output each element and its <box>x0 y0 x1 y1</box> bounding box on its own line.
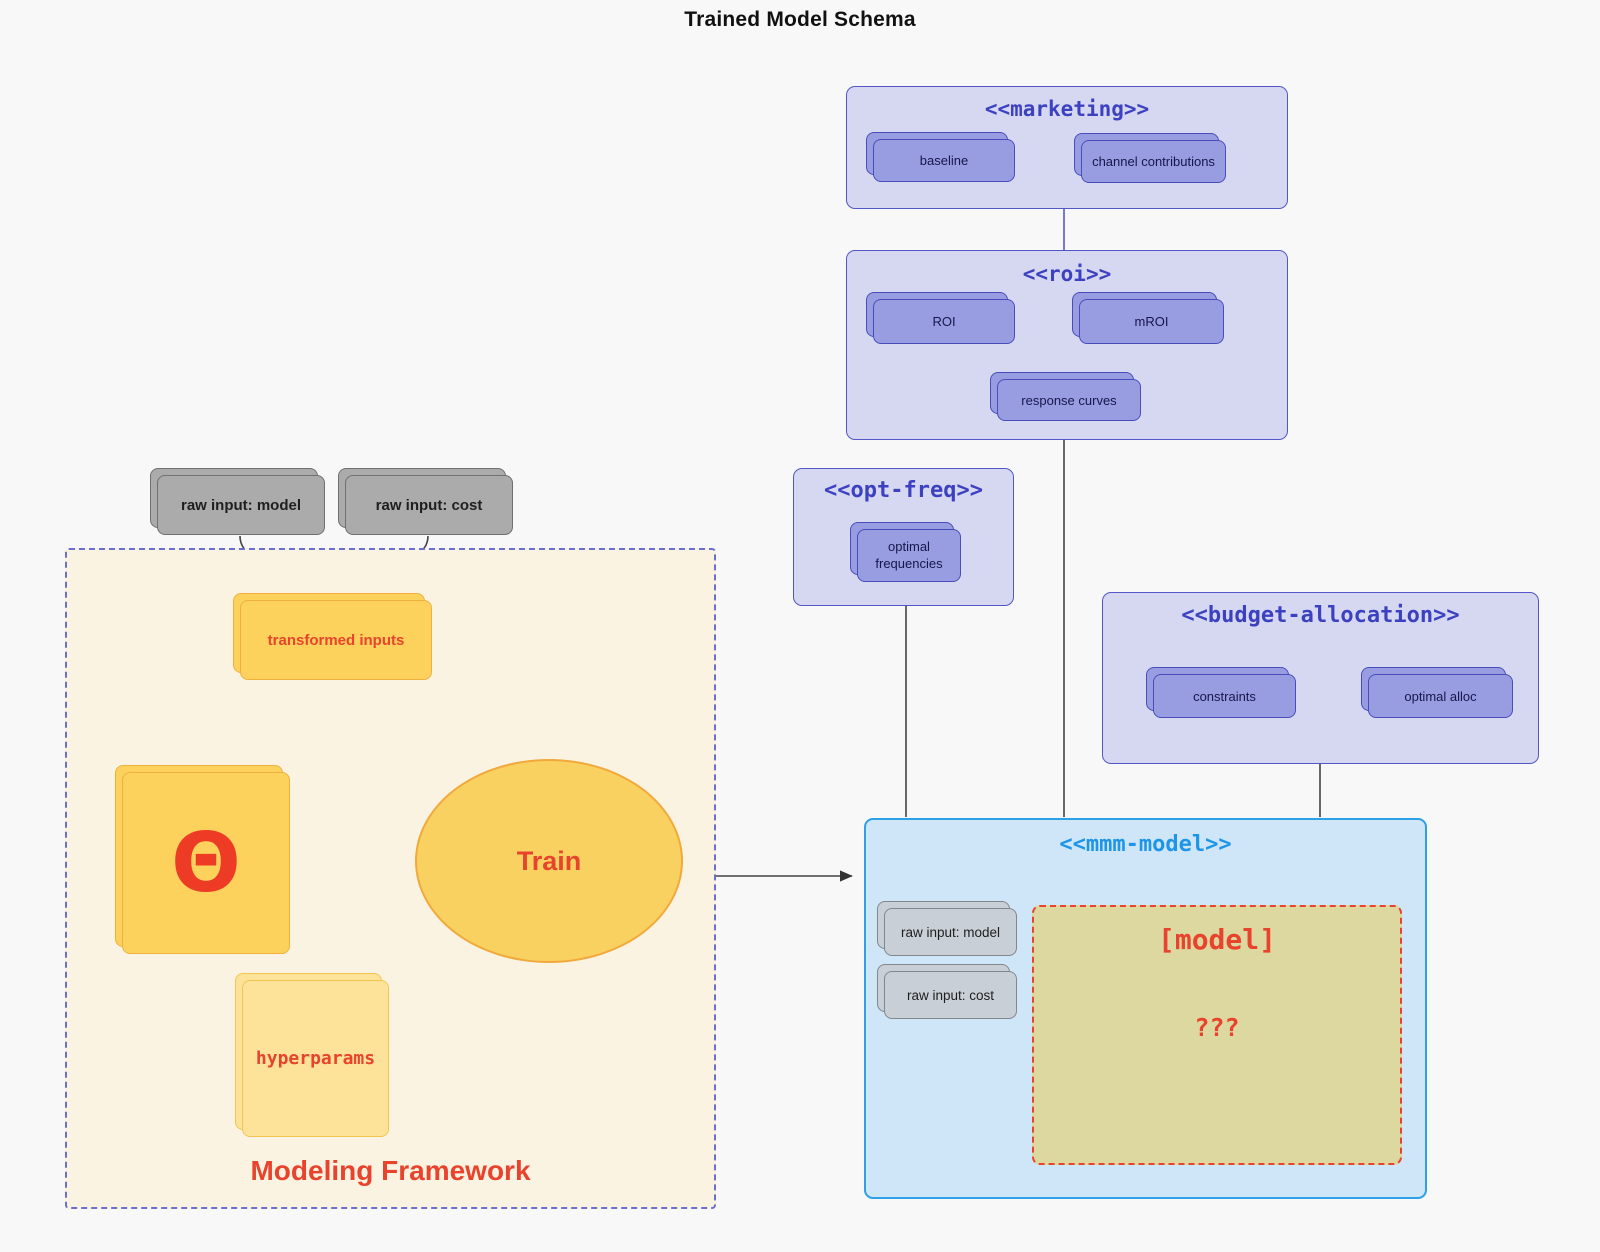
node-label: Train <box>516 845 582 876</box>
model-placeholder-label: [model] <box>1157 923 1276 956</box>
node-train: Train <box>415 759 683 963</box>
subgraph-roi: <<roi>> ROI mROI response curves <box>846 250 1288 440</box>
subgraph-opt-freq: <<opt-freq>> optimal frequencies <box>793 468 1014 606</box>
subgraph-mmm-model: <<mmm-model>> raw input: model raw input… <box>864 818 1427 1199</box>
node-label: raw input: cost <box>375 496 483 514</box>
node-label: raw input: model <box>181 496 301 514</box>
subgraph-marketing-title: <<marketing>> <box>984 97 1150 121</box>
subgraph-opt-freq-title: <<opt-freq>> <box>824 478 983 503</box>
framework-label: Modeling Framework <box>250 1155 531 1186</box>
node-label: raw input: model <box>900 924 1001 940</box>
node-label: constraints <box>1193 688 1256 704</box>
node-constraints: constraints <box>1146 667 1296 718</box>
node-label: optimal frequencies <box>875 539 943 571</box>
node-label: response curves <box>1021 392 1117 408</box>
unknown-label: ??? <box>1194 1013 1240 1042</box>
node-raw-input-cost-mmm: raw input: cost <box>877 964 1017 1019</box>
node-theta: Θ <box>115 765 290 954</box>
node-baseline: baseline <box>866 132 1015 182</box>
node-hyperparams: hyperparams <box>235 973 389 1137</box>
node-channel-contributions: channel contributions <box>1074 133 1226 183</box>
node-label: ROI <box>932 314 956 329</box>
node-raw-input-model: raw input: model <box>150 468 325 535</box>
subgraph-mmm-model-title: <<mmm-model>> <box>1059 832 1232 857</box>
node-roi: ROI <box>866 292 1015 344</box>
node-response-curves: response curves <box>990 372 1141 421</box>
model-placeholder-box: [model] ??? <box>1032 905 1402 1165</box>
node-mroi: mROI <box>1072 292 1224 344</box>
node-optimal-alloc: optimal alloc <box>1361 667 1513 718</box>
node-raw-input-cost: raw input: cost <box>338 468 513 535</box>
node-raw-input-model-mmm: raw input: model <box>877 901 1017 956</box>
node-optimal-frequencies: optimal frequencies <box>850 522 961 582</box>
node-label: hyperparams <box>255 1048 376 1069</box>
node-label: baseline <box>919 153 969 168</box>
node-transformed-inputs: transformed inputs <box>233 593 432 680</box>
node-label: raw input: cost <box>906 987 995 1003</box>
node-label: mROI <box>1134 314 1169 329</box>
subgraph-budget-allocation: <<budget-allocation>> constraints optima… <box>1102 592 1539 764</box>
theta-glyph: Θ <box>171 815 241 911</box>
node-label: channel contributions <box>1092 154 1215 169</box>
diagram-title: Trained Model Schema <box>684 8 916 31</box>
subgraph-marketing: <<marketing>> baseline channel contribut… <box>846 86 1288 209</box>
subgraph-modeling-framework: Modeling Framework transformed inputs Θ … <box>65 548 716 1209</box>
subgraph-budget-allocation-title: <<budget-allocation>> <box>1181 603 1460 628</box>
node-label: transformed inputs <box>267 631 405 649</box>
node-label: optimal alloc <box>1404 688 1477 704</box>
subgraph-roi-title: <<roi>> <box>1022 262 1112 286</box>
